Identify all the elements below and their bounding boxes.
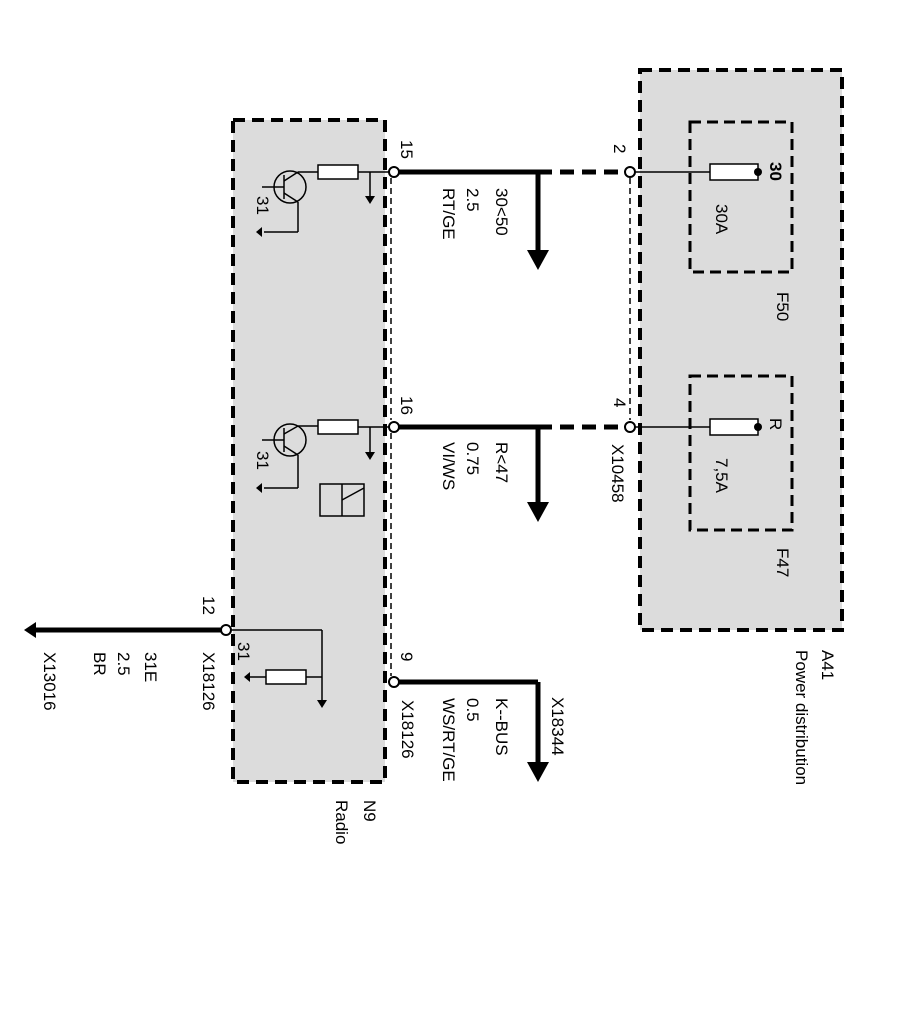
wire-15 [388, 163, 762, 270]
wire-16-size: 0.75 [463, 442, 482, 475]
connector-x10458-label: X10458 [608, 444, 627, 503]
connector-x13016-label: X13016 [40, 652, 59, 711]
ground-31-label-c: 31 [234, 642, 253, 661]
radio-module-id: N9 [360, 800, 379, 822]
wire-16-signal: R<47 [492, 442, 511, 483]
wire-16-color: VI/WS [439, 442, 458, 490]
radio-module-name: Radio [332, 800, 351, 844]
wire-12-color: BR [90, 652, 109, 676]
wire-15-signal: 30<50 [492, 188, 511, 236]
pin-12-label: 12 [199, 596, 218, 615]
pin-16-label: 16 [397, 396, 416, 415]
connector-x18344-label: X18344 [548, 697, 567, 756]
wire-9 [388, 676, 549, 782]
fuse-f50-box [688, 120, 794, 274]
wire-15-size: 2.5 [463, 188, 482, 212]
transistor-lower [256, 419, 390, 493]
power-module-name: Power distribution [792, 650, 811, 785]
fuse-f47-id: F47 [773, 548, 792, 577]
wire-12 [24, 622, 232, 638]
fuse-f47-box [688, 374, 794, 532]
wire-12-signal: 31E [141, 652, 160, 682]
transistor-upper [256, 164, 390, 237]
pin-4-label: 4 [610, 398, 629, 407]
ground-31-label-b: 31 [253, 451, 272, 470]
fuse-f47-terminal: R [766, 418, 785, 430]
ground-31-label-a: 31 [253, 196, 272, 215]
wire-9-signal: K--BUS [492, 698, 511, 756]
wire-9-size: 0.5 [463, 698, 482, 722]
power-distribution-box [638, 68, 844, 632]
wire-12-size: 2.5 [114, 652, 133, 676]
connector-x18126-ground-label: X18126 [199, 652, 218, 711]
fuse-f50-id: F50 [773, 292, 792, 321]
fuse-f50-rating: 30A [712, 204, 731, 235]
pin-2-label: 2 [610, 144, 629, 153]
connector-x18126-label: X18126 [398, 700, 417, 759]
pin-15-label: 15 [397, 140, 416, 159]
wire-16 [388, 418, 762, 522]
wire-9-color: WS/RT/GE [439, 698, 458, 782]
speaker-symbol [319, 483, 365, 517]
wire-15-color: RT/GE [439, 188, 458, 240]
power-module-id: A41 [818, 650, 837, 680]
pin-9-label: 9 [397, 652, 416, 661]
fuse-f47-rating: 7,5A [712, 458, 731, 494]
ground-circuit [232, 629, 327, 708]
fuse-f50-terminal: 30 [766, 162, 785, 181]
